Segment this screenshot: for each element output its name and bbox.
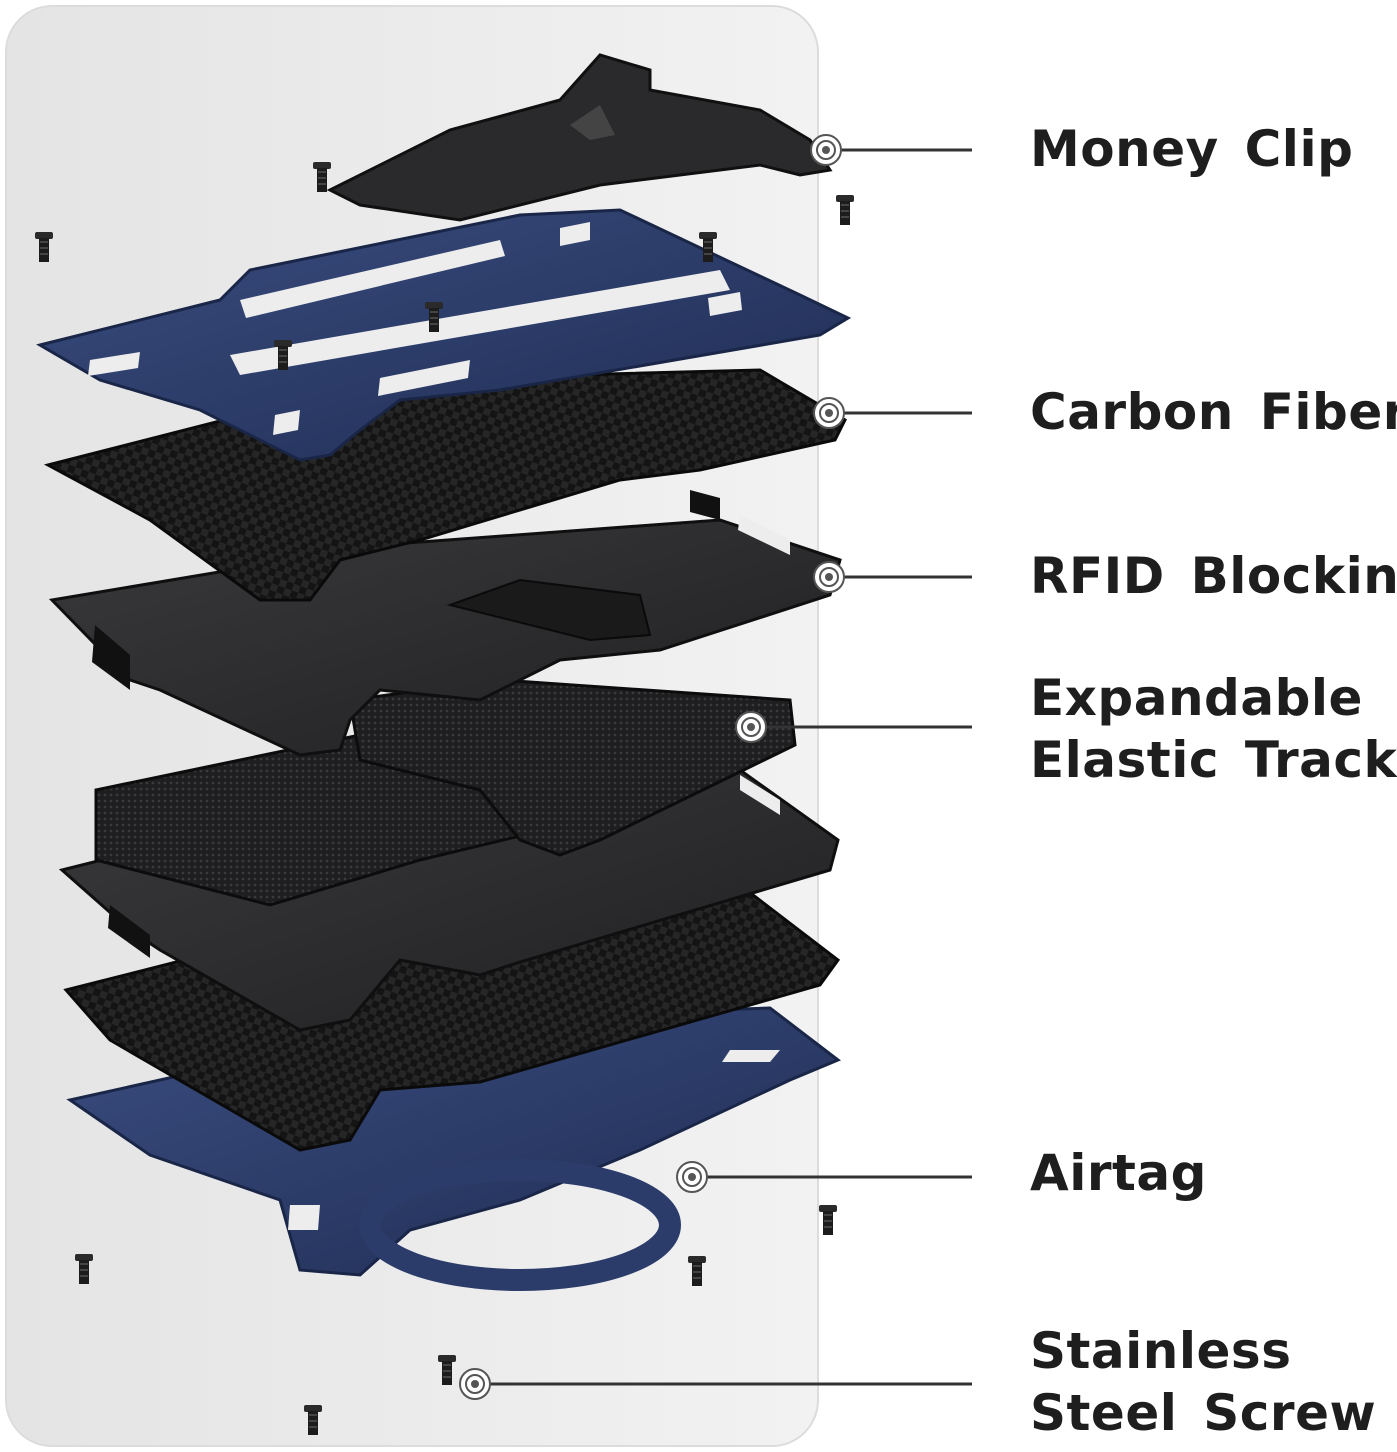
- money-clip-part: [326, 53, 833, 222]
- label-steel-screw-line-1: Stainless: [1030, 1322, 1292, 1380]
- label-airtag: Airtag: [1030, 1142, 1207, 1204]
- label-money-clip: Money Clip: [1030, 118, 1353, 180]
- label-carbon-fiber-line-1: Carbon Fiber: [1030, 383, 1397, 441]
- label-elastic-track-line-1: Expandable: [1030, 669, 1363, 727]
- label-airtag-line-1: Airtag: [1030, 1144, 1207, 1202]
- label-steel-screw: Stainless Steel Screw: [1030, 1320, 1376, 1444]
- label-rfid-blocking: RFID Blocking: [1030, 545, 1397, 607]
- label-carbon-fiber: Carbon Fiber: [1030, 381, 1397, 443]
- screw-bottom-right: [819, 1205, 837, 1235]
- label-rfid-blocking-line-1: RFID Blocking: [1030, 547, 1397, 605]
- target-marker-rfid-blocking: [813, 561, 845, 593]
- top-blue-frame: [36, 208, 852, 462]
- target-marker-elastic-track: [735, 711, 767, 743]
- elastic-track: [94, 678, 797, 907]
- target-marker-airtag: [676, 1161, 708, 1193]
- label-elastic-track-line-2: Elastic Track: [1030, 731, 1397, 789]
- label-steel-screw-line-2: Steel Screw: [1030, 1384, 1377, 1442]
- label-elastic-track: Expandable Elastic Track: [1030, 667, 1397, 791]
- target-marker-carbon-fiber: [813, 397, 845, 429]
- screw-top-right-clip: [836, 195, 854, 225]
- target-marker-money-clip: [810, 134, 842, 166]
- target-marker-steel-screw: [459, 1368, 491, 1400]
- label-money-clip-line-1: Money Clip: [1030, 120, 1354, 178]
